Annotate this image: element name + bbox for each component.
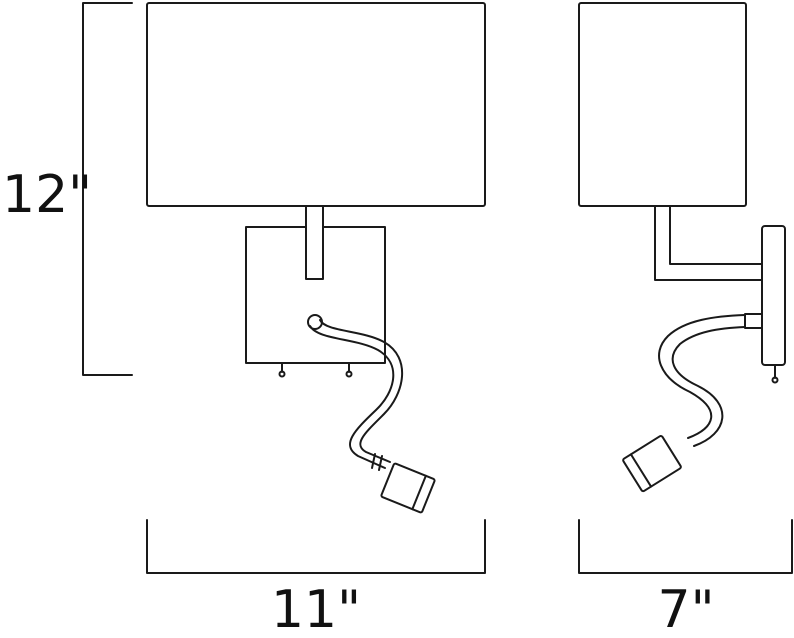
front-width-label: 11" <box>271 580 361 638</box>
side-width-label: 7" <box>657 580 714 638</box>
side-view <box>578 2 786 493</box>
front-view <box>146 2 486 514</box>
height-dimension-label: 12" <box>2 165 92 225</box>
front-shade <box>146 2 486 207</box>
front-switch-left <box>278 362 286 378</box>
side-shade <box>578 2 747 207</box>
side-connector <box>744 313 763 329</box>
front-gooseneck <box>307 314 403 471</box>
side-gooseneck <box>658 314 746 447</box>
front-switch-right <box>345 362 353 378</box>
height-dimension-bracket <box>82 2 133 376</box>
side-switch <box>771 364 779 384</box>
front-stem <box>305 205 324 280</box>
side-reading-head <box>622 435 682 493</box>
front-reading-head <box>380 462 436 514</box>
side-width-bracket <box>578 519 793 574</box>
front-width-bracket <box>146 519 486 574</box>
side-wall-plate <box>761 225 786 366</box>
side-arm <box>654 205 763 281</box>
